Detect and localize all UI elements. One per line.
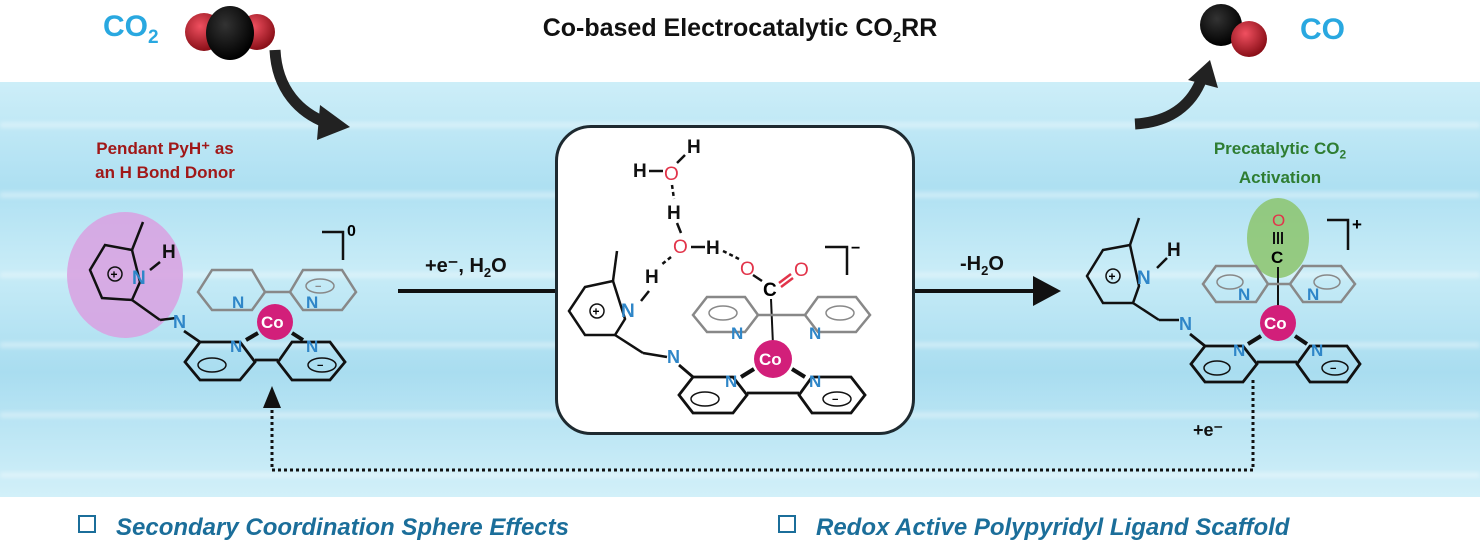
svg-text:−: − [832, 394, 838, 406]
middle-co2-adduct-structure: H O H H O H O H C O + N − N N N [567, 137, 872, 415]
svg-text:N: N [621, 301, 635, 322]
svg-text:O: O [740, 259, 755, 280]
svg-text:N: N [132, 268, 146, 289]
svg-text:N: N [1307, 285, 1319, 304]
svg-text:H: H [667, 203, 681, 224]
arrow-head-icon [1033, 276, 1061, 306]
svg-text:Co: Co [1264, 314, 1287, 333]
svg-text:O: O [794, 260, 809, 281]
svg-text:N: N [306, 337, 318, 356]
svg-text:N: N [1137, 268, 1151, 289]
svg-text:+: + [593, 305, 600, 319]
svg-text:N: N [232, 293, 244, 312]
svg-text:0: 0 [347, 223, 356, 240]
co2-label: CO2 [103, 10, 159, 48]
svg-text:O: O [673, 237, 688, 258]
svg-text:N: N [731, 324, 743, 343]
curved-arrow-down-icon [269, 49, 350, 140]
svg-text:C: C [763, 280, 777, 301]
svg-text:−: − [1330, 363, 1336, 375]
footer-item-secondary-sphere: Secondary Coordination Sphere Effects [78, 514, 569, 542]
svg-text:−: − [851, 240, 860, 257]
left-co-complex-structure: + N H − − N N N N N Co 0 [67, 212, 358, 382]
svg-text:Co: Co [261, 313, 284, 332]
reduction-return-arrow [263, 380, 1255, 472]
svg-text:N: N [1233, 341, 1245, 360]
cobalt-atom [754, 340, 792, 378]
checkbox-icon [78, 515, 96, 533]
co-label: CO [1300, 13, 1345, 46]
step1-label: +e⁻, H2O [425, 255, 507, 280]
svg-text:Co: Co [759, 350, 782, 369]
co-molecule-icon [1200, 4, 1267, 57]
svg-text:+: + [1352, 215, 1362, 234]
svg-text:N: N [306, 293, 318, 312]
svg-text:O: O [664, 164, 679, 185]
step2-label: -H2O [960, 253, 1004, 278]
svg-text:H: H [1167, 240, 1181, 261]
svg-text:O: O [1272, 211, 1285, 230]
checkbox-icon [778, 515, 796, 533]
diagram-title: Co-based Electrocatalytic CO2RR [542, 14, 938, 46]
step1-arrow-line [398, 289, 556, 293]
svg-text:−: − [317, 360, 323, 372]
right-co-complex-structure: O C + N H − N N N N N Co + [1085, 198, 1362, 384]
pyh-highlight [67, 212, 183, 338]
svg-text:+: + [1109, 270, 1116, 284]
svg-text:−: − [315, 281, 321, 293]
cobalt-atom [1260, 305, 1296, 341]
svg-text:H: H [687, 137, 701, 158]
svg-text:+: + [111, 268, 118, 282]
svg-text:N: N [725, 372, 737, 391]
svg-text:H: H [633, 161, 647, 182]
pendant-pyh-annotation: Pendant PyH⁺ as an H Bond Donor [95, 139, 235, 182]
svg-text:H: H [162, 242, 176, 263]
step2-arrow-line [915, 289, 1035, 293]
svg-text:C: C [1271, 248, 1283, 267]
svg-text:N: N [809, 372, 821, 391]
svg-text:H: H [645, 267, 659, 288]
svg-text:N: N [667, 347, 680, 367]
footer-item-redox-ligand: Redox Active Polypyridyl Ligand Scaffold [778, 514, 1289, 542]
svg-text:N: N [809, 324, 821, 343]
curved-arrow-up-icon [1134, 60, 1218, 130]
precatalytic-activation-annotation: Precatalytic CO2 Activation [1213, 139, 1347, 188]
step3-label: +e⁻ [1193, 420, 1224, 440]
svg-text:H: H [706, 238, 720, 259]
svg-text:N: N [1311, 341, 1323, 360]
svg-text:N: N [1238, 285, 1250, 304]
svg-text:N: N [230, 337, 242, 356]
cobalt-atom [257, 304, 293, 340]
co2-molecule-icon [185, 6, 275, 60]
svg-text:N: N [173, 312, 186, 332]
svg-text:N: N [1179, 314, 1192, 334]
